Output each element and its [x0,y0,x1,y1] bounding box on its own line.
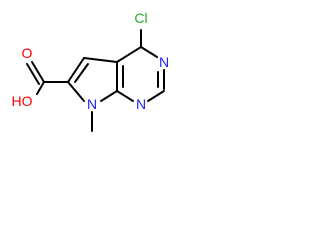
pyrimidine-n-bottom-label: N [136,96,146,112]
pyrrole-n-label: N [87,96,97,112]
bond-n1-c7a [116,90,134,102]
carbonyl-oxygen-label: O [22,45,33,61]
bond-c5-c6 [67,57,85,83]
bond-c2-n1 [147,90,165,102]
bond-c6-n7 [67,81,85,102]
bond-carboxyl-oxo-inner [26,63,40,85]
pyrimidine-n-top-label: N [159,54,169,70]
hydroxyl-label: HO [12,93,33,109]
bond-n7-c7a [100,90,118,102]
bond-c4-n3 [140,46,158,58]
bond-c4a-c5 [83,57,118,63]
bond-c5-c6-inner [74,63,89,83]
structure-canvas: Cl N N N O HO [0,0,180,144]
bond-c4-c4a [116,46,142,63]
chlorine-label: Cl [134,10,147,26]
bond-carboxyl-oh [36,81,45,95]
bond-carboxyl-oxo [31,61,45,83]
molecule-drawing: Cl N N N O HO [12,10,169,132]
